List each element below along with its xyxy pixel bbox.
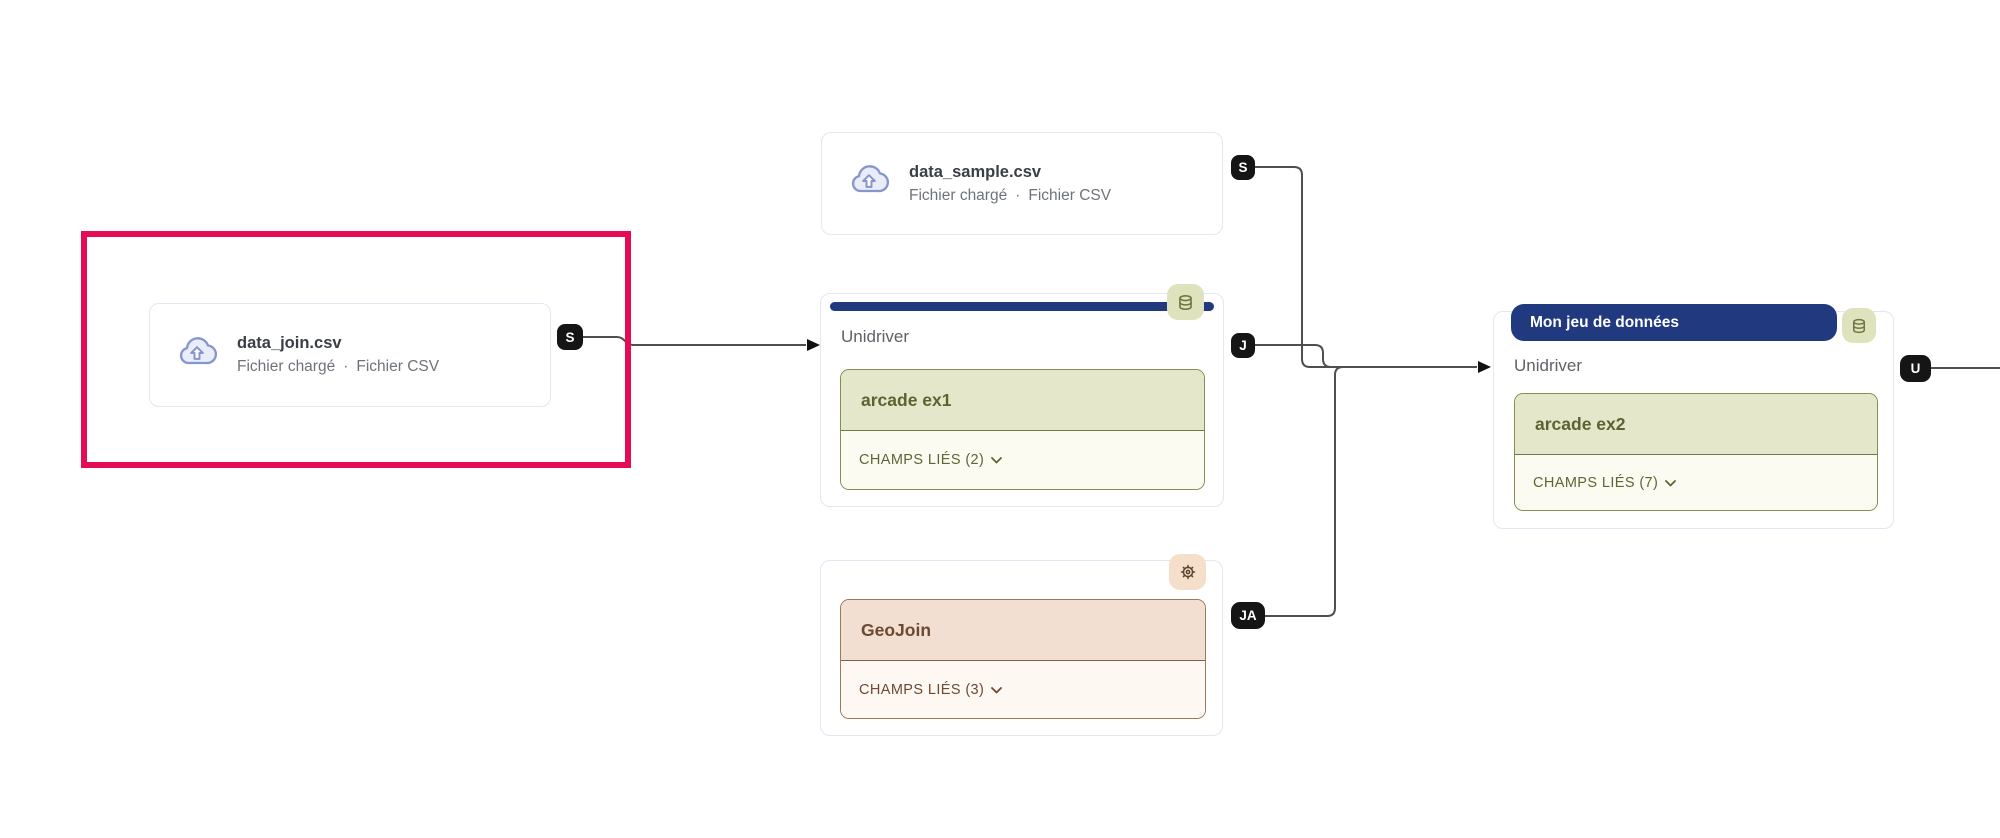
arrowhead-into-dataset [1478,361,1491,373]
port-badge-u-dataset[interactable]: U [1900,355,1931,382]
linked-fields-toggle[interactable]: CHAMPS LIÉS (3) [841,660,1205,718]
progress-bar [830,302,1214,311]
linked-fields-toggle[interactable]: CHAMPS LIÉS (7) [1515,454,1877,510]
field-group: GeoJoin CHAMPS LIÉS (3) [840,599,1206,719]
chevron-down-icon [1665,475,1677,491]
linked-fields-label: CHAMPS LIÉS (7) [1533,474,1659,491]
node-title: Unidriver [1514,356,1583,375]
file-name: data_join.csv [237,334,342,352]
database-icon [1167,284,1204,320]
file-type: Fichier CSV [1028,186,1112,204]
port-badge-s-data-sample[interactable]: S [1231,155,1255,180]
node-geojoin[interactable]: GeoJoin CHAMPS LIÉS (3) [820,554,1223,736]
wire-datajoin-to-unidriver [583,336,806,346]
field-name: arcade ex2 [1515,394,1877,454]
node-data-join[interactable]: data_join.csv Fichier chargé · Fichier C… [149,303,551,407]
wire-unidriver-to-dataset [1255,344,1477,368]
field-name: arcade ex1 [841,370,1204,430]
chevron-down-icon [991,682,1003,698]
field-group: arcade ex2 CHAMPS LIÉS (7) [1514,393,1878,511]
cloud-upload-icon [174,333,220,378]
node-title: Unidriver [841,327,910,346]
linked-fields-toggle[interactable]: CHAMPS LIÉS (2) [841,430,1204,489]
wire-geojoin-to-dataset [1265,366,1477,617]
node-unidriver[interactable]: Unidriver arcade ex1 CHAMPS LIÉS (2) [820,284,1224,507]
gear-icon [1169,554,1206,590]
file-status: Fichier chargé [909,186,1008,204]
separator-dot: · [1015,186,1021,204]
wire-datasample-to-dataset [1255,166,1477,368]
arrowhead-into-unidriver [807,339,820,351]
port-badge-s-data-join[interactable]: S [557,324,583,350]
node-dataset[interactable]: Mon jeu de données Unidriver arcade ex2 … [1493,304,1894,529]
file-name: data_sample.csv [909,162,1042,181]
database-icon [1842,308,1876,343]
port-badge-ja-geojoin[interactable]: JA [1231,602,1265,629]
node-data-sample[interactable]: data_sample.csv Fichier chargé · Fichier… [821,132,1223,235]
linked-fields-label: CHAMPS LIÉS (3) [859,681,985,698]
file-status: Fichier chargé [237,358,336,375]
chevron-down-icon [991,452,1003,468]
dataset-name-pill[interactable]: Mon jeu de données [1511,304,1837,341]
separator-dot: · [343,358,349,375]
port-badge-j-unidriver[interactable]: J [1231,333,1255,358]
linked-fields-label: CHAMPS LIÉS (2) [859,452,985,468]
file-type: Fichier CSV [356,358,440,375]
field-group: arcade ex1 CHAMPS LIÉS (2) [840,369,1205,490]
cloud-upload-icon [846,161,892,206]
field-name: GeoJoin [841,600,1205,660]
